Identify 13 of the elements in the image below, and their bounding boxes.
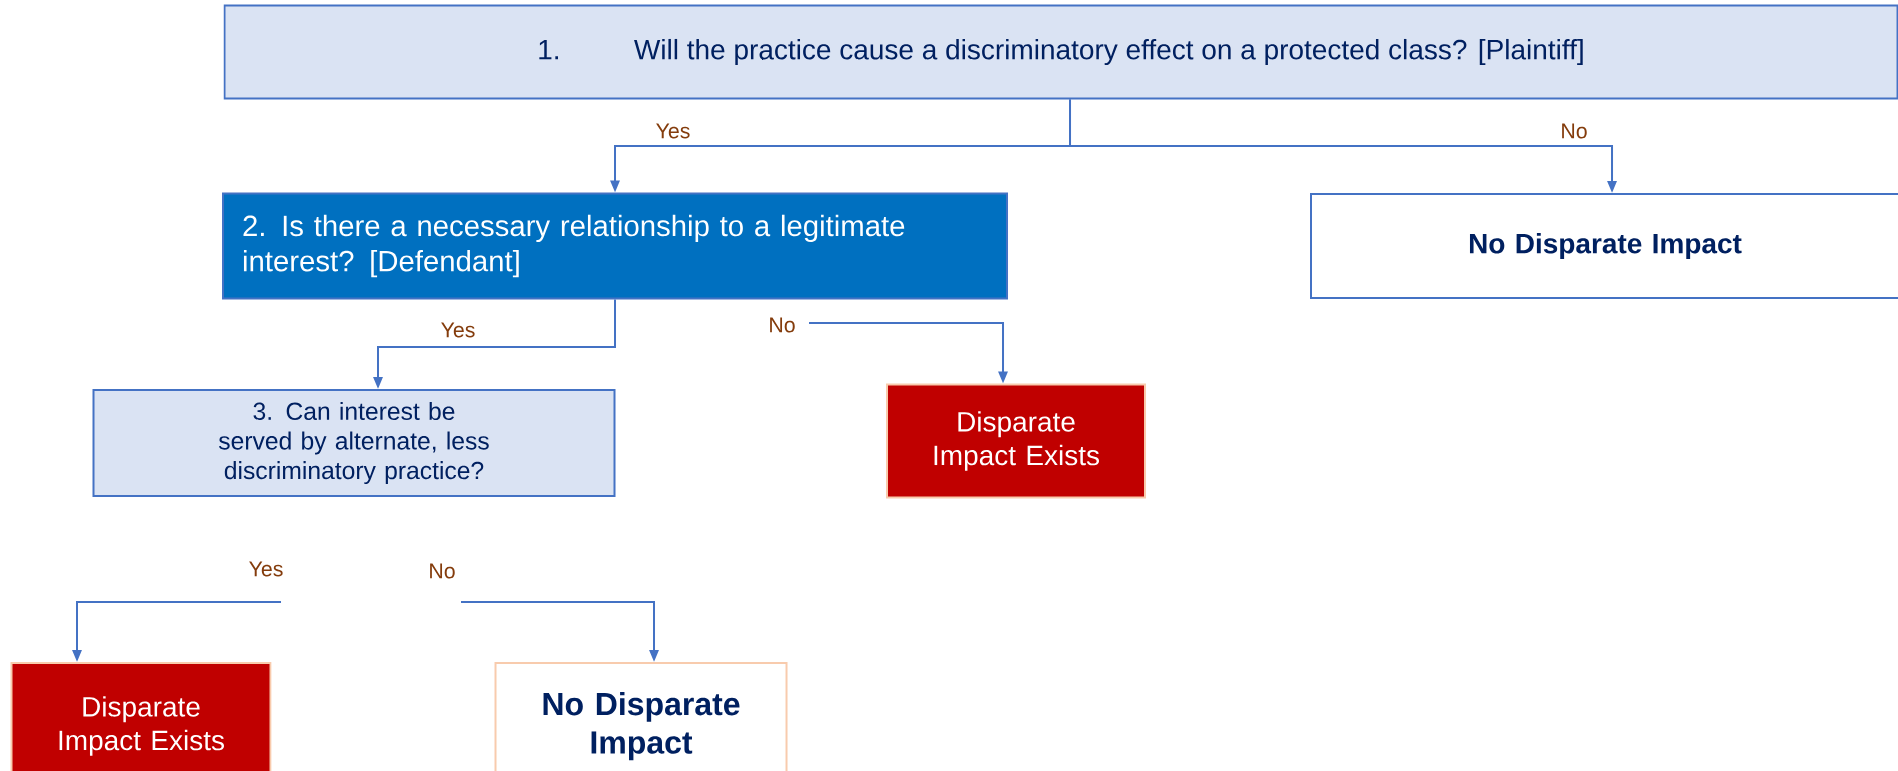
decision-box: 2. Is there a necessary relationship to a legitimate interest? [Defendant]: [222, 192, 1008, 300]
edge-label: No: [427, 562, 457, 580]
edge-label: Yes: [654, 122, 692, 140]
question-box: 3. Can interest be served by alternate, less discriminatory practice?: [92, 389, 616, 497]
edge-label: Yes: [247, 560, 285, 578]
outcome-box: No Disparate Impact: [1310, 193, 1898, 299]
outcome-box: Disparate Impact Exists: [886, 383, 1146, 499]
outcome-box: No Disparate Impact: [494, 662, 788, 771]
edge-label: No: [767, 316, 797, 334]
edge-label: No: [1559, 122, 1589, 140]
edge-label: Yes: [439, 321, 477, 339]
outcome-box: Disparate Impact Exists: [10, 662, 272, 771]
question-box: 1. Will the practice cause a discriminatory effect on a protected class? [Plaintiff]: [223, 4, 1898, 100]
